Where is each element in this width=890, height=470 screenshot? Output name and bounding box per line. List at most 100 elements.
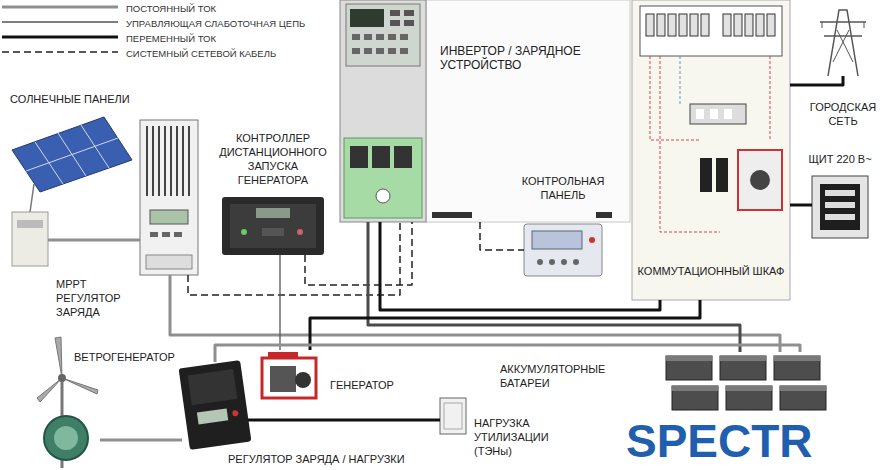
generator-controller-picture xyxy=(222,197,324,255)
inverter-picture xyxy=(376,189,390,203)
power-pylon-picture xyxy=(828,10,858,76)
generator-start-controller: КОНТРОЛЛЕР ДИСТАНЦИОННОГО ЗАПУСКА ГЕНЕРА… xyxy=(222,197,324,255)
inverter-picture xyxy=(352,48,360,54)
wire xyxy=(248,419,440,422)
switching-cabinet-picture xyxy=(657,14,665,36)
wire xyxy=(100,439,182,442)
inverter-picture xyxy=(344,138,422,218)
wire xyxy=(790,76,843,85)
wire xyxy=(215,345,800,362)
switching-cabinet-picture xyxy=(734,14,742,36)
dump-load-picture xyxy=(440,398,466,434)
node-label: КОНТРОЛЛЕР ДИСТАНЦИОННОГО ЗАПУСКА ГЕНЕРА… xyxy=(213,131,333,187)
battery-picture xyxy=(666,356,712,380)
wind-turbine-picture xyxy=(37,378,62,402)
power-pylon-picture xyxy=(864,22,865,28)
switching-cabinet-picture xyxy=(723,14,731,36)
inverter-picture xyxy=(388,48,396,54)
switching-cabinet-picture xyxy=(680,56,681,104)
wind-turbine-picture xyxy=(58,374,66,382)
inverter-picture xyxy=(426,0,630,222)
mppt-controller-picture xyxy=(158,126,160,196)
battery-picture xyxy=(774,356,820,380)
node-label: ГЕНЕРАТОР xyxy=(330,378,420,392)
node-label: КОММУТАЦИОННЫЙ ШКАФ xyxy=(634,264,788,278)
control-panel-picture xyxy=(532,231,582,249)
distribution-board-picture xyxy=(825,202,855,208)
control-panel-picture xyxy=(524,224,602,276)
switching-cabinet-picture xyxy=(724,109,732,119)
solar-panels: СОЛНЕЧНЫЕ ПАНЕЛИ xyxy=(10,116,132,268)
distribution-board-picture xyxy=(820,184,860,230)
control-panel-picture xyxy=(549,259,555,265)
switching-cabinet-picture xyxy=(750,170,770,190)
dump-load-picture xyxy=(444,403,462,429)
control-panel-picture xyxy=(589,237,595,243)
switching-cabinet-picture xyxy=(690,104,746,124)
switching-cabinet-picture xyxy=(679,14,687,36)
control-panel: КОНТРОЛЬНАЯ ПАНЕЛЬ xyxy=(524,224,602,276)
wire xyxy=(480,222,524,250)
control-panel-picture xyxy=(537,259,543,265)
legend-text: СИСТЕМНЫЙ СЕТЕВОЙ КАБЕЛЬ xyxy=(126,46,305,61)
inverter-picture xyxy=(376,48,384,54)
charge-regulator-picture xyxy=(188,369,238,405)
node-label: ЩИТ 220 В~ xyxy=(792,152,888,166)
mppt-controller-picture xyxy=(174,232,182,237)
charge-regulator-picture xyxy=(179,360,252,450)
inverter-picture xyxy=(394,146,412,168)
mppt-controller-picture xyxy=(162,232,170,237)
switching-cabinet-picture xyxy=(696,109,704,119)
solar-panel-picture xyxy=(12,212,48,266)
wind-turbine-picture xyxy=(62,378,98,394)
battery-picture xyxy=(672,386,718,391)
generator-picture xyxy=(270,366,296,392)
battery-picture xyxy=(672,386,718,410)
node-label: АККУМУЛЯТОРНЫЕ БАТАРЕИ xyxy=(500,362,650,390)
switching-cabinet-picture xyxy=(632,0,790,300)
power-pylon-picture xyxy=(822,22,823,28)
node-label: ВЕТРОГЕНЕРАТОР xyxy=(74,350,204,364)
node-label: РЕГУЛЯТОР ЗАРЯДА / НАГРУЗКИ xyxy=(228,452,468,466)
charge-regulator-picture xyxy=(179,360,252,450)
dump-load-heater: НАГРУЗКА УТИЛИЗАЦИИ (ТЭНы) xyxy=(440,398,466,434)
switching-cabinet-picture xyxy=(710,109,718,119)
wind-turbine-picture xyxy=(55,337,62,378)
charge-regulator-picture xyxy=(197,408,228,424)
generator: ГЕНЕРАТОР xyxy=(258,350,320,402)
switching-cabinet-picture xyxy=(756,14,764,36)
inverter-picture xyxy=(390,10,400,16)
battery-picture xyxy=(726,386,772,410)
wind-turbine-picture xyxy=(54,426,78,450)
mppt-charge-controller: MPPT РЕГУЛЯТОР ЗАРЯДА xyxy=(140,120,198,275)
mppt-controller-picture xyxy=(170,126,172,196)
utility-grid: ГОРОДСКАЯ СЕТЬ xyxy=(808,4,878,76)
inverter-picture xyxy=(364,34,372,40)
battery-picture xyxy=(666,356,712,361)
switching-cabinet-picture xyxy=(690,14,698,36)
mppt-controller-picture xyxy=(140,120,198,275)
wire xyxy=(279,255,280,350)
mppt-controller-picture xyxy=(152,126,154,196)
logo-watermark: SPECTR xyxy=(626,418,813,464)
switching-cabinet-picture xyxy=(716,158,728,192)
legend-sample xyxy=(2,7,118,52)
node-label: MPPT РЕГУЛЯТОР ЗАРЯДА xyxy=(56,277,136,319)
inverter-charger: ИНВЕРТОР / ЗАРЯДНОЕ УСТРОЙСТВО xyxy=(340,0,630,222)
wind-turbine: ВЕТРОГЕНЕРАТОР xyxy=(38,336,100,468)
battery-picture xyxy=(720,356,766,361)
legend-sample xyxy=(2,21,118,22)
generator-picture xyxy=(262,358,316,398)
control-panel-picture xyxy=(524,224,602,276)
mppt-controller-picture xyxy=(146,126,148,196)
generator-controller-picture xyxy=(222,197,324,255)
distribution-board: ЩИТ 220 В~ xyxy=(812,176,868,238)
inverter-picture xyxy=(340,0,426,222)
power-pylon-picture xyxy=(824,35,862,37)
inverter-picture xyxy=(432,212,472,218)
inverter-picture xyxy=(340,0,630,222)
inverter-picture xyxy=(350,146,368,168)
charge-load-regulator: РЕГУЛЯТОР ЗАРЯДА / НАГРУЗКИ xyxy=(182,362,248,448)
solar-panel-picture xyxy=(12,117,132,266)
